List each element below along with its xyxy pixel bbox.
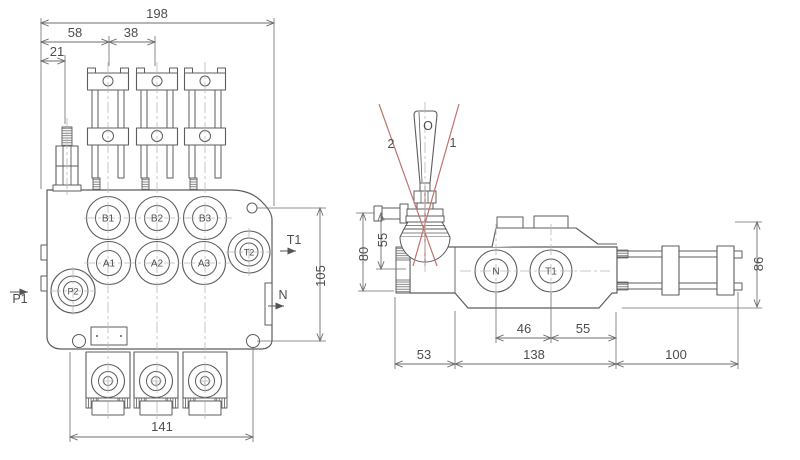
dim-mounting: 141 (151, 419, 173, 434)
flow-label-t1: T1 (287, 233, 302, 247)
dim-n-to-t1: 46 (517, 321, 531, 336)
flow-label-p1: P1 (12, 292, 27, 306)
lever-handle-contour (418, 111, 423, 183)
front-left-tab-upper (40, 244, 48, 261)
mount-hole-left (72, 334, 86, 348)
front-right-port-plate (264, 282, 273, 326)
front-dimension-lines (39, 19, 324, 441)
front-flow-arrows (10, 247, 296, 310)
dim-rod-extension: 100 (665, 347, 687, 362)
front-centerlines (50, 62, 272, 420)
dim-front-offset: 53 (417, 347, 431, 362)
lever-label-position-2: 2 (388, 137, 395, 151)
side-port-label-t1: T1 (545, 267, 557, 278)
lever-label-neutral: O (423, 119, 433, 133)
lever-label-position-1: 1 (450, 136, 457, 150)
dim-body-length: 138 (523, 347, 545, 362)
bottom-cap-2 (133, 351, 179, 416)
spool-rod-extension (616, 245, 743, 296)
dim-lever-to-center: 55 (375, 233, 390, 247)
side-view: 55 80 46 55 53 138 100 86 O 2 1 N T1 (356, 102, 766, 369)
port-label-a3: A3 (198, 259, 211, 270)
port-label-b1: B1 (102, 214, 115, 225)
side-top-tab-1 (496, 216, 524, 229)
front-left-tab-lower (40, 275, 48, 292)
side-centerlines (424, 102, 610, 300)
side-port-label-n: N (492, 267, 499, 278)
front-top-right-hole (246, 202, 258, 214)
port-label-t2: T2 (244, 248, 255, 258)
side-port-fitting (373, 203, 409, 224)
dim-lever-to-base: 80 (356, 247, 371, 261)
dim-relief-offset: 21 (50, 44, 64, 59)
side-dimension-lines (359, 211, 761, 368)
front-extension-lines (40, 18, 326, 442)
port-label-a2: A2 (151, 259, 164, 270)
side-raised-section (491, 227, 617, 248)
dim-overall-width: 198 (146, 6, 168, 21)
name-plate (90, 326, 128, 346)
port-label-b3: B3 (199, 214, 212, 225)
dim-ports-height: 105 (313, 265, 328, 287)
port-label-b2: B2 (151, 214, 164, 225)
port-label-p2: P2 (67, 287, 78, 297)
flow-label-n: N (278, 288, 287, 302)
front-view: 198 58 38 21 105 141 B1 B2 B3 A1 A2 A3 T… (10, 6, 328, 442)
port-label-a1: A1 (103, 259, 116, 270)
dim-spool-pitch: 38 (124, 25, 138, 40)
dim-t1-to-edge: 55 (576, 321, 590, 336)
dim-body-height: 86 (751, 257, 766, 271)
dim-first-spool: 58 (68, 25, 82, 40)
